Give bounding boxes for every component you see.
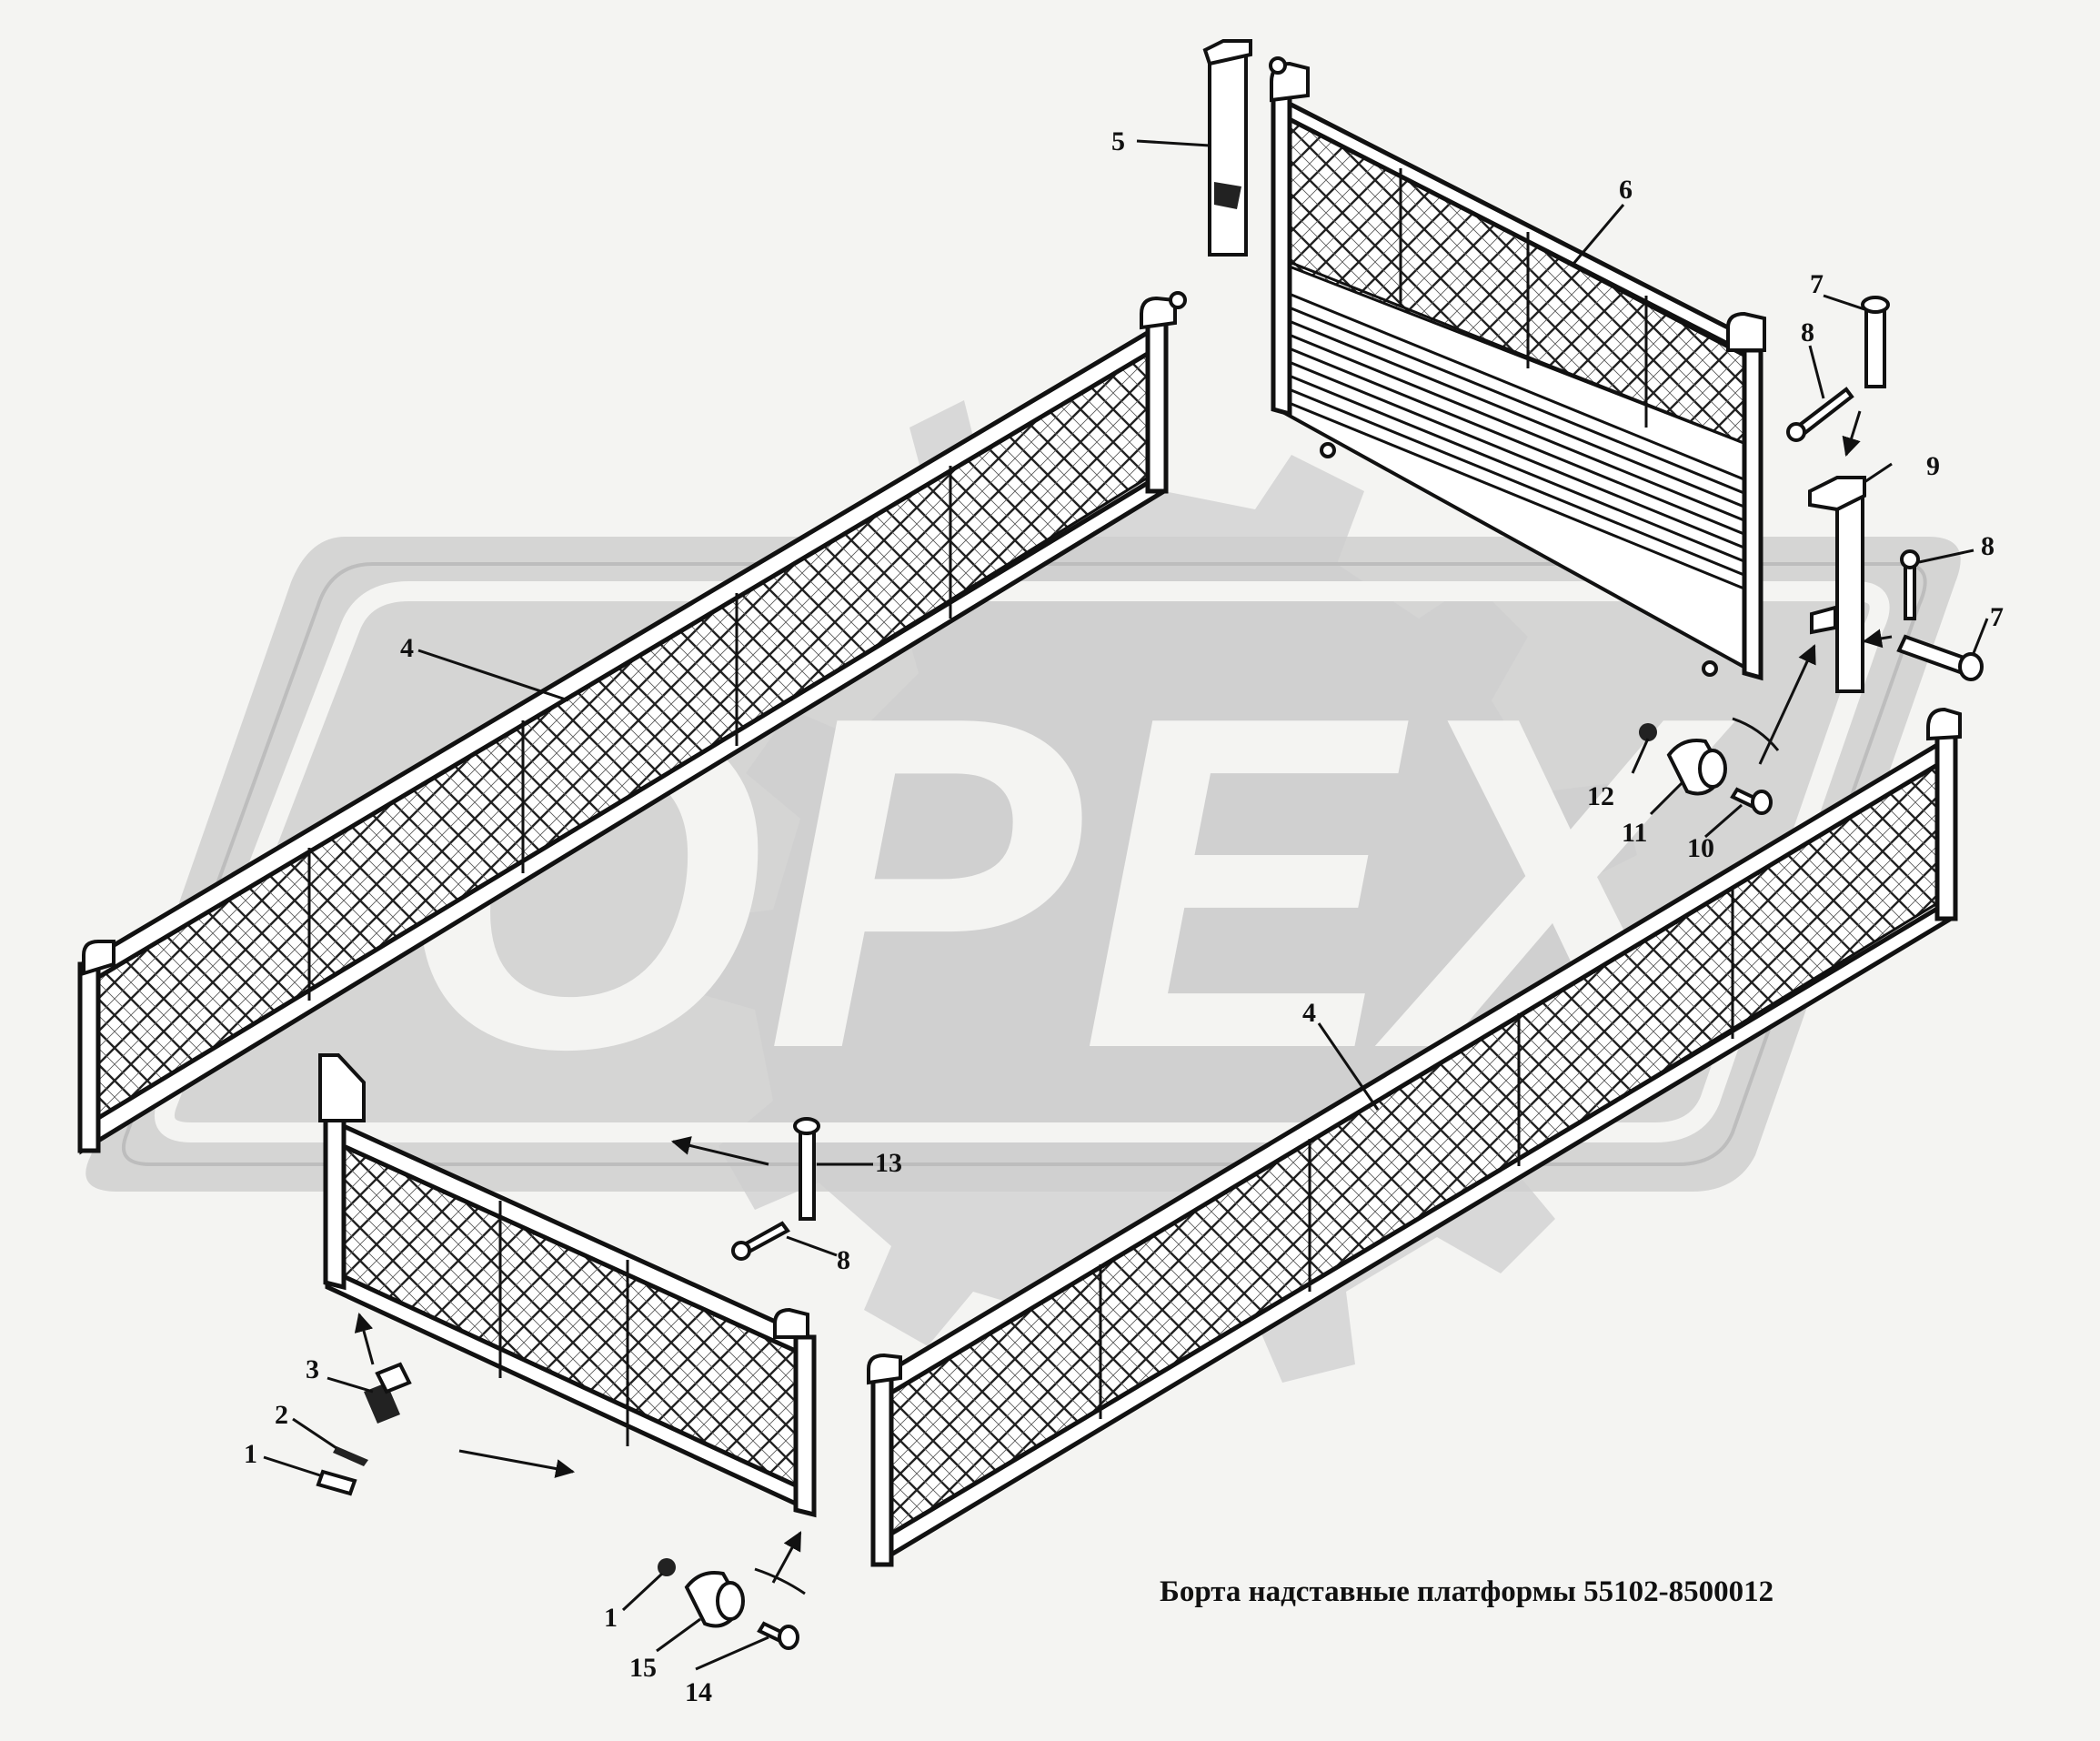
callout-5: 5 [1111,126,1125,156]
callout-3: 3 [306,1354,319,1384]
right-side-board [867,707,1962,1567]
callout-1-bottom: 1 [604,1603,618,1633]
callout-1-left: 1 [244,1439,257,1469]
callout-10: 10 [1687,833,1714,863]
callout-8-bottom: 8 [837,1245,850,1275]
rear-board [1269,56,1766,681]
small-parts [316,296,1984,1650]
callout-8-top: 8 [1801,317,1814,347]
callout-15: 15 [629,1653,657,1683]
callout-8-right: 8 [1981,531,1994,561]
callout-11: 11 [1622,818,1647,848]
front-board [318,1053,817,1518]
callout-6: 6 [1619,175,1633,205]
callout-7-top: 7 [1810,269,1824,299]
callout-14: 14 [685,1677,712,1707]
arrow-icon [354,410,1893,1595]
callout-7-right: 7 [1990,602,2004,632]
callout-9: 9 [1926,451,1940,481]
callout-4-left: 4 [400,633,414,663]
post-part-5 [1202,39,1252,257]
leader-lines [263,139,1989,1671]
callout-labels: 5 6 7 8 9 8 7 4 12 11 10 4 13 8 3 2 1 1 … [244,126,2004,1707]
corner-post-part-9 [1808,476,1866,693]
left-side-board [77,291,1187,1155]
callout-2: 2 [275,1400,288,1430]
callout-12: 12 [1587,781,1614,811]
callout-4-right: 4 [1302,998,1316,1028]
callout-13: 13 [875,1148,902,1178]
diagram-caption: Борта надставные платформы 55102-8500012 [1160,1575,1773,1608]
